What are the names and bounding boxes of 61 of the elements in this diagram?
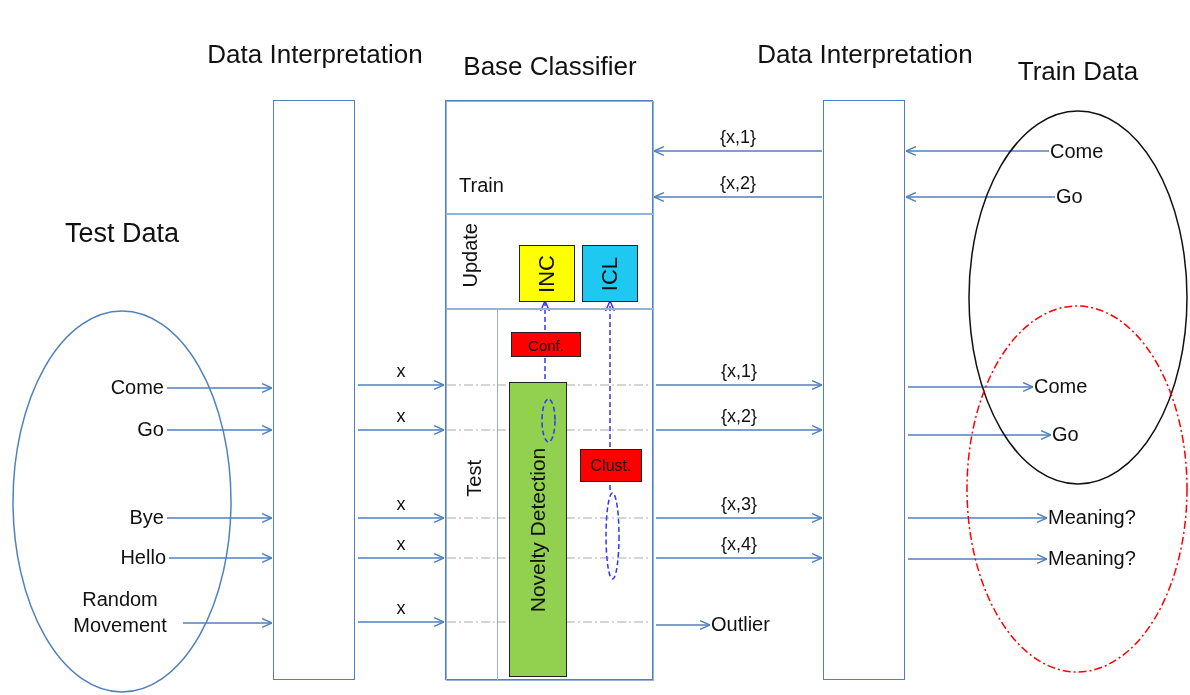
arrow: [655, 424, 823, 436]
section-label: Train: [459, 174, 504, 197]
inc-box: [519, 245, 575, 302]
arrow: [655, 512, 823, 524]
heading-label: Train Data: [1017, 56, 1139, 87]
word-label: Go: [1056, 183, 1096, 211]
confidence-box: [511, 332, 581, 357]
dashed-loop: [541, 398, 556, 443]
arrow: [166, 424, 273, 436]
arrow: [655, 552, 823, 564]
test-section: [446, 309, 654, 681]
arrow: [907, 553, 1048, 565]
box-label: INC: [534, 254, 560, 293]
cluster-box: [580, 449, 642, 482]
arrow: [907, 512, 1048, 524]
dashed-ellipse: [966, 305, 1188, 673]
arrow: [357, 424, 445, 436]
arrow: [182, 617, 273, 629]
arrow: [655, 619, 711, 631]
arrow: [357, 552, 445, 564]
arrow: [357, 512, 445, 524]
arrow: [539, 300, 551, 331]
heading-label: Data Interpretation: [756, 39, 974, 69]
word-label: Random Movement: [60, 586, 180, 638]
word-label: Come: [1034, 373, 1104, 401]
word-label: Come: [100, 374, 164, 402]
box-label: ICL: [597, 256, 623, 291]
dashed-loop: [605, 492, 620, 580]
arrow: [357, 379, 445, 391]
word-label: Meaning?: [1048, 545, 1148, 573]
arrow: [166, 382, 273, 394]
arrow: [168, 552, 273, 564]
arrow: [907, 381, 1034, 393]
arrow: [905, 145, 1050, 157]
heading-label: Test Data: [64, 218, 180, 249]
section-label: Update: [459, 223, 482, 288]
box-label: Conf.: [528, 336, 564, 353]
word-label: Bye: [120, 504, 164, 532]
icl-box: [582, 245, 638, 302]
box-label: Novelty Detection: [526, 447, 550, 612]
arrow: [604, 300, 616, 448]
novelty-detection-box: [509, 382, 567, 677]
arrow: [655, 379, 823, 391]
train-section: [446, 101, 654, 214]
word-label: Go: [120, 416, 164, 444]
arrow: [166, 512, 273, 524]
arrow: [357, 616, 445, 628]
heading-label: Base Classifier: [462, 51, 638, 81]
word-label: Hello: [108, 544, 166, 572]
word-label: Meaning?: [1048, 504, 1148, 532]
word-label: Go: [1052, 421, 1092, 449]
word-label: Come: [1050, 138, 1120, 166]
arrow: [653, 145, 823, 157]
box-label: Clust.: [590, 456, 632, 475]
heading-label: Data Interpretation: [206, 39, 424, 69]
arrow: [905, 191, 1056, 203]
arrow: [653, 191, 823, 203]
update-section: [446, 214, 654, 309]
arrow: [907, 429, 1052, 441]
word-label: Outlier: [711, 611, 795, 639]
section-label: Test: [463, 460, 486, 497]
